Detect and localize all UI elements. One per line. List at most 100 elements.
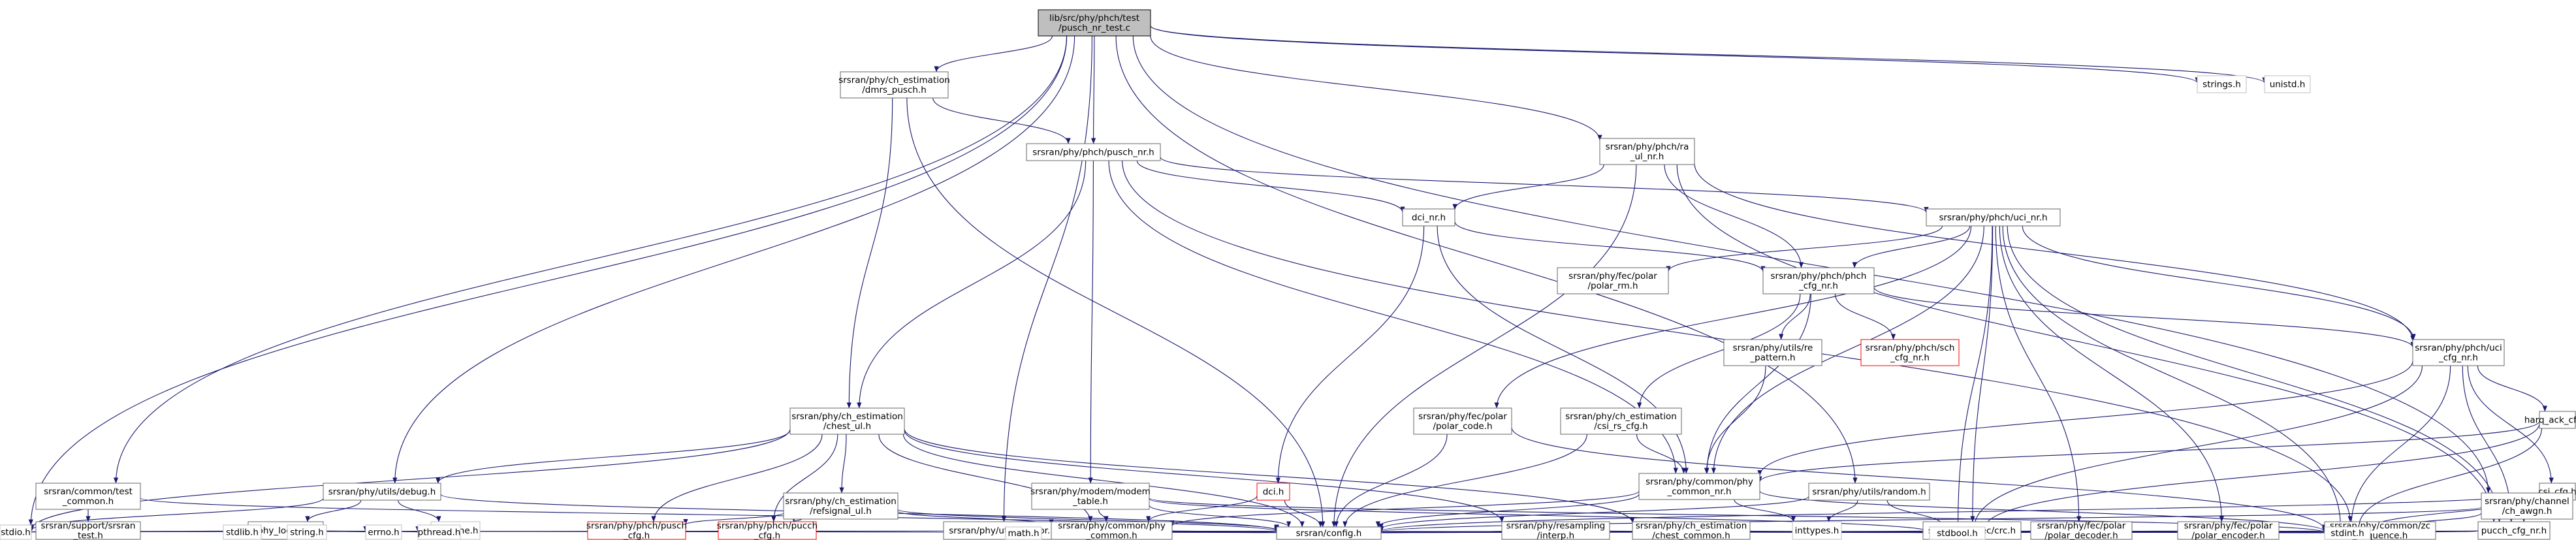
node-label-line: srsran/phy/ch_estimation bbox=[791, 411, 903, 422]
node-pthread-h[interactable]: pthread.h bbox=[417, 524, 461, 540]
node-box bbox=[1792, 521, 1842, 540]
node-chest-common-h[interactable]: srsran/phy/ch_estimation/chest_common.h bbox=[1632, 521, 1751, 540]
node-uci-nr-h[interactable]: srsran/phy/phch/uci_nr.h bbox=[1926, 208, 2061, 227]
include-edge-dci_nr_h-to-dci_h bbox=[1275, 225, 1425, 484]
node-box bbox=[1031, 483, 1150, 510]
include-edge-ra_ul_nr_h-to-dci_nr_h bbox=[1452, 164, 1604, 210]
include-edge-debug_h-to-sys_time_h bbox=[398, 500, 441, 522]
node-ch-awgn-h[interactable]: srsran/phy/channel/ch_awgn.h bbox=[2481, 492, 2573, 520]
include-edge-uci_nr_h-to-phy_common_nr_h bbox=[1711, 225, 1984, 474]
node-label-line: srsran/phy/ch_estimation bbox=[1565, 411, 1677, 422]
node-label-line: inttypes.h bbox=[1795, 526, 1839, 536]
node-label-line: srsran/phy/phch/uci bbox=[2415, 343, 2502, 353]
node-label-line: _cfg_nr.h bbox=[1890, 353, 1930, 363]
node-label-line: harq_ack_cfg.h bbox=[2524, 415, 2576, 426]
node-box bbox=[2477, 521, 2551, 540]
include-edge-phy_common_h-to-config_h bbox=[1171, 526, 1279, 533]
node-label-line: _ul_nr.h bbox=[1630, 151, 1664, 162]
node-pucch-cfg-nr-h[interactable]: pucch_cfg_nr.h bbox=[2477, 521, 2551, 540]
include-edge-uci_cfg_nr_h-to-harq_ack_cfg_h bbox=[2477, 365, 2547, 412]
node-label-line: _cfg_nr.h bbox=[1798, 281, 1838, 291]
node-box bbox=[1929, 526, 1986, 540]
node-box bbox=[718, 521, 817, 540]
node-label-line: errno.h bbox=[368, 528, 399, 538]
node-strings-h[interactable]: strings.h bbox=[2197, 75, 2247, 93]
node-label-line: srsran/phy/phch/sch bbox=[1866, 343, 1955, 353]
node-label-line: srsran/phy/utils/random.h bbox=[1812, 487, 1926, 498]
include-edge-pusch_nr_test_c-to-dmrs_pusch_h bbox=[934, 35, 1053, 72]
node-sch-cfg-nr-h[interactable]: srsran/phy/phch/sch_cfg_nr.h bbox=[1860, 339, 1960, 366]
node-dci-h[interactable]: dci.h bbox=[1256, 483, 1290, 501]
node-random-h[interactable]: srsran/phy/utils/random.h bbox=[1808, 483, 1930, 501]
include-edge-chest_ul_h-to-refsignal_ul_h bbox=[839, 434, 847, 494]
node-debug-h[interactable]: srsran/phy/utils/debug.h bbox=[323, 483, 441, 501]
node-refsignal-ul-h[interactable]: srsran/phy/ch_estimation/refsignal_ul.h bbox=[783, 492, 898, 520]
node-string-h[interactable]: string.h bbox=[287, 524, 327, 540]
node-stdint-h[interactable]: stdint.h bbox=[2324, 526, 2371, 540]
node-label-line: srsran/phy/utils/re bbox=[1733, 343, 1813, 353]
node-pusch-cfg-h-b[interactable]: srsran/phy/phch/pucch_cfg.h bbox=[717, 521, 818, 540]
include-edge-uci_nr_h-to-polar_encoder_h bbox=[1999, 225, 2224, 522]
node-modem-table-h[interactable]: srsran/phy/modem/modem_table.h bbox=[1030, 483, 1151, 510]
node-chest-ul-h[interactable]: srsran/phy/ch_estimation/chest_ul.h bbox=[789, 407, 905, 435]
node-phch-cfg-nr-h[interactable]: srsran/phy/phch/phch_cfg_nr.h bbox=[1762, 267, 1875, 294]
node-ra-ul-nr-h[interactable]: srsran/phy/phch/ra_ul_nr.h bbox=[1599, 138, 1695, 165]
node-box bbox=[223, 524, 262, 540]
include-edge-modem_table_h-to-stdbool_h bbox=[1149, 498, 1932, 533]
node-label-line: _cfg.h bbox=[623, 531, 650, 540]
node-label-line: /polar_rm.h bbox=[1587, 281, 1638, 291]
include-edge-pusch_nr_h-to-modem_table_h bbox=[1088, 160, 1094, 484]
node-csi-rs-cfg-h[interactable]: srsran/phy/ch_estimation/csi_rs_cfg.h bbox=[1560, 407, 1682, 435]
node-label-line: srsran/phy/phch/ra bbox=[1606, 142, 1689, 152]
node-label-line: srsran/phy/ch_estimation bbox=[785, 496, 897, 507]
node-phy-common-h[interactable]: srsran/phy/common/phy_common.h bbox=[1051, 521, 1173, 540]
node-srsran-test-h[interactable]: srsran/support/srsran_test.h bbox=[35, 521, 141, 540]
node-pusch-nr-test-c[interactable]: lib/src/phy/phch/test/pusch_nr_test.c bbox=[1038, 9, 1151, 37]
node-errno-h[interactable]: errno.h bbox=[365, 524, 402, 540]
node-stdio-h[interactable]: stdio.h bbox=[0, 524, 32, 540]
include-edge-dci_nr_h-to-phch_cfg_nr_h bbox=[1454, 221, 1766, 272]
node-harq-ack-cfg-h[interactable]: harq_ack_cfg.h bbox=[2524, 411, 2576, 429]
node-inttypes-h[interactable]: inttypes.h bbox=[1792, 521, 1842, 540]
node-label-line: /ch_awgn.h bbox=[2502, 506, 2552, 516]
node-test-common-h[interactable]: srsran/common/test_common.h bbox=[35, 483, 141, 510]
node-dmrs-pusch-h[interactable]: srsran/phy/ch_estimation/dmrs_pusch.h bbox=[838, 71, 950, 99]
include-edge-random_h-to-config_h bbox=[1378, 496, 1809, 530]
node-stdbool-h[interactable]: stdbool.h bbox=[1929, 526, 1986, 540]
node-interp-h[interactable]: srsran/phy/resampling/interp.h bbox=[1501, 521, 1610, 540]
node-phy-common-nr-h[interactable]: srsran/phy/common/phy_common_nr.h bbox=[1638, 473, 1760, 500]
node-box bbox=[35, 521, 141, 540]
include-edge-pusch_nr_test_c-to-debug_h bbox=[392, 35, 1075, 484]
node-polar-decoder-h[interactable]: srsran/phy/fec/polar/polar_decoder.h bbox=[2030, 521, 2133, 540]
node-pusch-cfg-h-a[interactable]: srsran/phy/phch/pusch_cfg.h bbox=[586, 521, 687, 540]
node-unistd-h[interactable]: unistd.h bbox=[2264, 75, 2311, 93]
node-polar-encoder-h[interactable]: srsran/phy/fec/polar/polar_encoder.h bbox=[2177, 521, 2280, 540]
node-label-line: /polar_encoder.h bbox=[2191, 531, 2265, 540]
node-stdlib-h[interactable]: stdlib.h bbox=[223, 524, 262, 540]
node-box bbox=[1638, 473, 1760, 500]
node-box bbox=[1926, 208, 2061, 227]
include-edge-phy_common_nr_h-to-inttypes_h bbox=[1734, 499, 1796, 522]
node-label-line: srsran/phy/common/phy bbox=[1646, 477, 1753, 487]
node-box bbox=[1723, 339, 1822, 366]
node-label-line: string.h bbox=[290, 528, 324, 538]
node-vector-h[interactable]: srsran/phy/utils/vector.h bbox=[943, 521, 1062, 540]
node-uci-cfg-nr-h[interactable]: srsran/phy/phch/uci_cfg_nr.h bbox=[2412, 339, 2505, 366]
include-edge-polar_code_h-to-stdint_h bbox=[1511, 427, 2327, 531]
node-re-pattern-h[interactable]: srsran/phy/utils/re_pattern.h bbox=[1723, 339, 1822, 366]
node-box bbox=[840, 71, 949, 99]
include-edge-csi_rs_cfg_h-to-phy_common_nr_h bbox=[1636, 434, 1687, 474]
include-edge-pusch_nr_test_c-to-ch_awgn_h bbox=[1132, 35, 2491, 494]
node-dci-nr-h[interactable]: dci_nr.h bbox=[1402, 208, 1455, 227]
node-label-line: _common_nr.h bbox=[1666, 486, 1731, 497]
node-label-line: _common.h bbox=[1085, 531, 1137, 540]
node-box bbox=[2177, 521, 2280, 540]
node-polar-rm-h[interactable]: srsran/phy/fec/polar/polar_rm.h bbox=[1557, 267, 1669, 294]
node-config-h[interactable]: srsran/config.h bbox=[1276, 526, 1382, 540]
node-math-h[interactable]: math.h bbox=[1005, 526, 1042, 540]
include-edge-uci_cfg_nr_h-to-stdint_h bbox=[2349, 365, 2451, 528]
node-polar-code-h[interactable]: srsran/phy/fec/polar/polar_code.h bbox=[1413, 407, 1512, 435]
edge-layer bbox=[28, 25, 2554, 539]
include-edge-uci_nr_h-to-stdbool_h bbox=[1955, 225, 1993, 528]
node-pusch-nr-h[interactable]: srsran/phy/phch/pusch_nr.h bbox=[1026, 143, 1161, 161]
